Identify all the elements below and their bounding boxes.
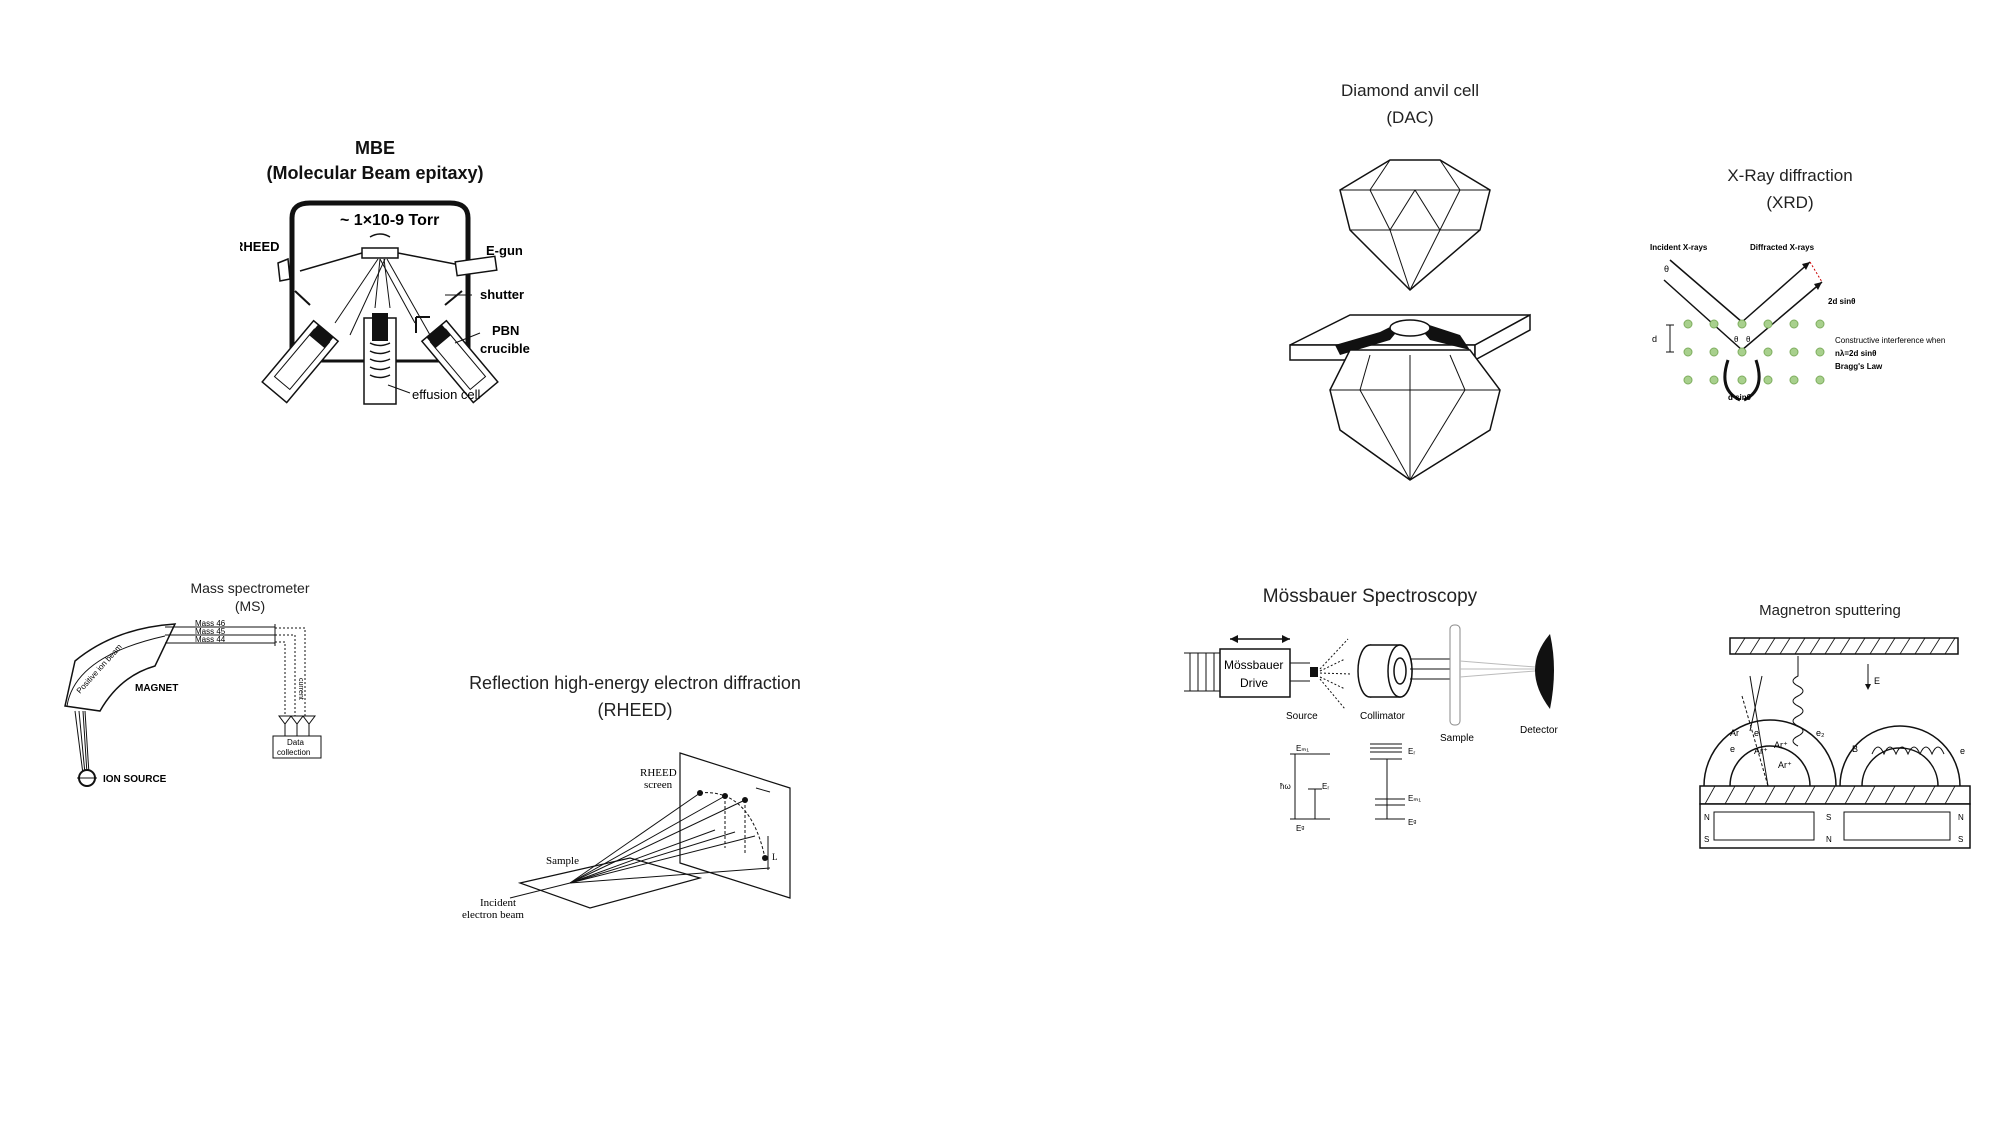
ms-collection-label: collection xyxy=(277,748,310,757)
mag-diagram: E N S S N N S B e Ar Ar⁺ Ar⁺ Ar⁺ e xyxy=(1699,637,1971,849)
rheed-diagram: RHEED screen Sample L Incident electron … xyxy=(462,752,791,921)
xrd-constructive-label: Constructive interference when xyxy=(1835,336,1945,345)
mag-ar-label: Ar xyxy=(1730,728,1739,738)
rheed-screen-label-2: screen xyxy=(644,779,673,791)
mag-arplus-3: Ar⁺ xyxy=(1778,760,1792,770)
xrd-bragg-label: Bragg's Law xyxy=(1835,362,1883,371)
moss-detector-label: Detector xyxy=(1520,725,1558,736)
rheed-panel: Reflection high-energy electron diffract… xyxy=(450,668,820,928)
moss-panel: Mössbauer Spectroscopy Mössbauer Drive S… xyxy=(1180,585,1580,865)
moss-em1-label: Eₘ₁ xyxy=(1296,744,1309,753)
mag-n-mid: N xyxy=(1826,835,1832,844)
moss-diagram: Mössbauer Drive Source Collimator Sample… xyxy=(1184,624,1558,833)
ms-title: Mass spectrometer xyxy=(190,580,310,596)
moss-egb-label: Eᵍ xyxy=(1408,818,1416,827)
xrd-subtitle: (XRD) xyxy=(1766,193,1814,212)
moss-er2-label: Eᵣ xyxy=(1408,747,1415,756)
rheed-sample-label: Sample xyxy=(546,855,579,867)
dac-diagram xyxy=(1289,159,1531,481)
ms-current-label: current xyxy=(297,678,304,700)
dac-panel: Diamond anvil cell (DAC) xyxy=(1270,80,1550,500)
mbe-panel: MBE (Molecular Beam epitaxy) ~ 1×10-9 To… xyxy=(240,138,540,458)
mbe-rheed-label: RHEED xyxy=(240,239,280,254)
mag-s-right: S xyxy=(1958,835,1963,844)
rheed-screen-label-1: RHEED xyxy=(640,767,677,779)
xrd-incident-label: Incident X-rays xyxy=(1650,243,1708,252)
moss-title: Mössbauer Spectroscopy xyxy=(1262,586,1478,607)
xrd-2d-label: 2d sinθ xyxy=(1828,297,1855,306)
mag-e-label-2: e xyxy=(1754,728,1759,738)
mag-e2-label: e₂ xyxy=(1816,728,1825,738)
xrd-dsin-label: d sinθ xyxy=(1728,393,1751,402)
mag-b-label: B xyxy=(1852,744,1858,754)
xrd-title: X-Ray diffraction xyxy=(1727,166,1853,185)
xrd-atoms xyxy=(1683,319,1825,385)
moss-collimator-label: Collimator xyxy=(1360,711,1406,722)
mag-e-field-label: E xyxy=(1874,676,1880,686)
mag-e-label-1: e xyxy=(1730,744,1735,754)
rheed-subtitle: (RHEED) xyxy=(597,700,673,720)
rheed-incident-label-1: Incident xyxy=(480,897,516,909)
xrd-diagram: Incident X-rays Diffracted X-rays θ 2d s… xyxy=(1650,243,1945,402)
mbe-crucible-label: crucible xyxy=(480,341,530,356)
xrd-panel: X-Ray diffraction (XRD) Incident X-rays … xyxy=(1640,165,1970,415)
mbe-shutter-label: shutter xyxy=(480,287,524,302)
xrd-diffracted-label: Diffracted X-rays xyxy=(1750,243,1815,252)
moss-er-label: Eᵣ xyxy=(1322,782,1329,791)
xrd-theta-b: θ xyxy=(1746,335,1751,344)
mag-n-left: N xyxy=(1704,813,1710,822)
mag-title: Magnetron sputtering xyxy=(1759,602,1901,619)
xrd-d-label: d xyxy=(1652,334,1657,344)
rheed-incident-label-2: electron beam xyxy=(462,909,524,921)
moss-em1b-label: Eₘ₁ xyxy=(1408,794,1421,803)
moss-eg-label: Eᵍ xyxy=(1296,824,1304,833)
moss-sample-label: Sample xyxy=(1440,733,1474,744)
mbe-effusion-label: effusion cell xyxy=(412,387,481,402)
moss-hw-label: ħω xyxy=(1280,782,1291,791)
ms-ion-source-label: ION SOURCE xyxy=(103,774,167,785)
mag-arplus-label: Ar⁺ xyxy=(1754,746,1768,756)
ms-panel: Mass spectrometer (MS) Positive ion beam… xyxy=(55,578,375,808)
mbe-title: MBE xyxy=(355,138,395,158)
mbe-pbn-label: PBN xyxy=(492,323,519,338)
ms-mass44-label: Mass 44 xyxy=(195,635,226,644)
mag-e-right: e xyxy=(1960,746,1965,756)
ms-subtitle: (MS) xyxy=(234,598,266,614)
mag-panel: Magnetron sputtering E N S S N N S B xyxy=(1690,600,1980,850)
rheed-title: Reflection high-energy electron diffract… xyxy=(469,673,801,693)
xrd-theta-a: θ xyxy=(1734,335,1739,344)
ms-magnet-label: MAGNET xyxy=(135,683,178,694)
xrd-theta-label: θ xyxy=(1664,264,1669,274)
mag-n-right: N xyxy=(1958,813,1964,822)
ms-mass45-label: Mass 45 xyxy=(195,627,226,636)
xrd-formula-label: nλ=2d sinθ xyxy=(1835,349,1876,358)
ms-diagram: Positive ion beam MAGNET ION SOURCE Mass… xyxy=(64,619,322,787)
mag-s-mid: S xyxy=(1826,813,1831,822)
moss-source-label: Source xyxy=(1286,711,1318,722)
mag-arplus-2: Ar⁺ xyxy=(1774,740,1788,750)
mbe-subtitle: (Molecular Beam epitaxy) xyxy=(266,163,484,183)
mag-s-left: S xyxy=(1704,835,1709,844)
mbe-pressure: ~ 1×10-9 Torr xyxy=(340,212,439,229)
rheed-l-label: L xyxy=(772,852,778,862)
ms-data-label: Data xyxy=(287,738,304,747)
moss-drive-label-2: Drive xyxy=(1240,676,1268,690)
moss-drive-label-1: Mössbauer xyxy=(1224,658,1283,672)
dac-subtitle: (DAC) xyxy=(1386,108,1434,127)
mbe-egun-label: E-gun xyxy=(486,243,523,258)
ms-mass46-label: Mass 46 xyxy=(195,619,226,628)
mbe-diagram: ~ 1×10-9 Torr RHEED E-gun xyxy=(240,200,530,405)
dac-title: Diamond anvil cell xyxy=(1341,81,1479,100)
